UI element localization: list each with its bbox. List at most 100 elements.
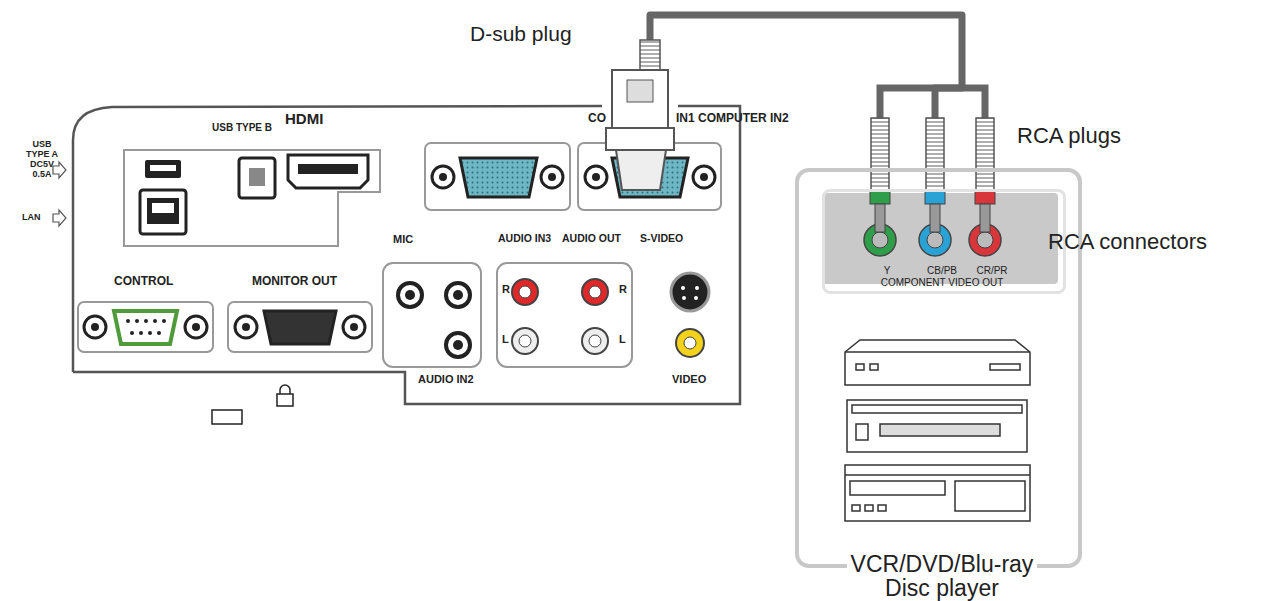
computer-in2-frame: [578, 143, 721, 210]
path-shape: [612, 70, 668, 128]
lock-icon: [277, 385, 293, 406]
usb-b-port: [239, 158, 275, 198]
computer-in1-frame: [425, 143, 570, 210]
circle-shape: [157, 331, 161, 335]
circle-shape: [585, 166, 607, 188]
part-name: RCA connectors: [1048, 230, 1207, 254]
circle-shape: [242, 323, 250, 331]
circle-shape: [126, 319, 130, 323]
circle-shape: [446, 283, 470, 307]
circle-shape: [589, 335, 601, 347]
control-frame: [78, 302, 213, 352]
cable: [650, 15, 962, 189]
rect-shape: [856, 364, 864, 370]
control-port: [114, 311, 177, 344]
circle-shape: [139, 331, 143, 335]
circle-shape: [192, 323, 200, 331]
port-label: L: [619, 333, 626, 345]
computer-in1-port: [460, 158, 537, 197]
lan-arrow: [53, 210, 66, 226]
line-shape: [845, 351, 1030, 353]
usb-a-port: [145, 160, 181, 178]
circle-shape: [548, 173, 556, 181]
circle-shape: [582, 279, 608, 305]
signal-name: Y: [884, 265, 891, 276]
circle-shape: [519, 335, 531, 347]
circle-shape: [541, 166, 563, 188]
port-label: L: [502, 333, 509, 345]
rca-plug: [870, 118, 995, 232]
monitor-out-frame: [228, 302, 372, 352]
part-name: D-sub plug: [470, 22, 572, 45]
circle-shape: [144, 319, 148, 323]
usb-bay: [124, 150, 380, 246]
hdmi-port: [288, 155, 368, 188]
panel-title: COMPONENT VIDEO OUT: [881, 277, 1004, 288]
rect-shape: [990, 364, 1020, 370]
video-port: [676, 329, 704, 357]
rect-shape: [865, 505, 873, 511]
rect-shape: [880, 424, 1000, 436]
circle-shape: [405, 290, 415, 300]
port-label: AUDIO OUT: [562, 233, 621, 245]
rect-shape: [147, 198, 179, 224]
circle-shape: [694, 296, 698, 300]
rect-shape: [640, 40, 660, 70]
line-shape: [845, 474, 1030, 476]
rect-shape: [298, 164, 358, 174]
rect-shape: [975, 190, 995, 204]
port-label: AUDIO IN3: [498, 233, 551, 245]
port-label: R: [502, 283, 510, 295]
rect-shape: [150, 165, 176, 171]
rect-shape: [852, 405, 1022, 413]
port-label: COMPUTER IN2: [698, 112, 789, 125]
rect-shape: [955, 481, 1025, 511]
circle-shape: [84, 316, 106, 338]
port-label: MIC: [393, 233, 413, 245]
circle-shape: [398, 283, 422, 307]
circle-shape: [977, 232, 993, 248]
rect-shape: [878, 505, 886, 511]
device-frame: VCR/DVD/Blu-ray Disc playerYCB/PBCR/PRCO…: [795, 168, 1082, 568]
circle-shape: [350, 323, 358, 331]
circle-shape: [439, 173, 447, 181]
rect-shape: [249, 168, 265, 186]
g-shape: [681, 286, 699, 300]
circle-shape: [235, 316, 257, 338]
circle-shape: [684, 337, 696, 349]
port-label: R: [619, 283, 627, 295]
rect-shape: [976, 118, 994, 190]
circle-shape: [695, 286, 699, 290]
circle-shape: [185, 316, 207, 338]
port-label: HDMI: [285, 111, 323, 128]
port-label: CO: [588, 112, 606, 125]
circle-shape: [432, 166, 454, 188]
rect-shape: [980, 204, 990, 232]
s-video-port: [671, 273, 709, 311]
panel-outline-path: [73, 106, 740, 404]
circle-shape: [343, 316, 365, 338]
rect-shape: [875, 204, 885, 232]
port-label: S-VIDEO: [640, 233, 683, 245]
device-label: VCR/DVD/Blu-ray Disc player: [847, 552, 1037, 600]
rect-shape: [152, 203, 174, 213]
rect-shape: [870, 364, 878, 370]
rect-shape: [850, 481, 945, 495]
d-sub-plug: [606, 40, 674, 190]
player: [845, 340, 1030, 521]
rca-branch: [880, 88, 985, 122]
path-shape: [845, 340, 1030, 385]
lan-port: [140, 190, 186, 234]
port-label: IN1: [676, 112, 695, 125]
circle-shape: [162, 319, 166, 323]
mic-frame: [383, 263, 481, 367]
circle-shape: [453, 340, 463, 350]
port-label: CONTROL: [114, 275, 173, 288]
circle-shape: [872, 232, 888, 248]
circle-shape: [519, 286, 531, 298]
rect-shape: [627, 80, 653, 102]
signal-name: CB/PB: [927, 265, 957, 276]
circle-shape: [512, 328, 538, 354]
circle-shape: [446, 333, 470, 357]
